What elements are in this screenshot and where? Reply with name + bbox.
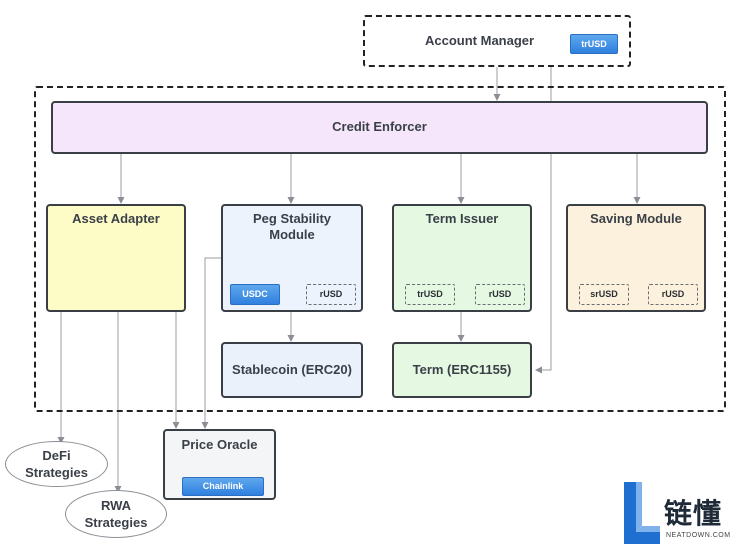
credit-enforcer-box[interactable]: Credit Enforcer [51,101,708,154]
asset-adapter-box[interactable]: Asset Adapter [46,204,186,312]
logo-chinese-text: 链懂 [664,497,723,530]
price-oracle-title: Price Oracle [181,437,258,452]
peg-stability-module-box[interactable]: Peg Stability Module USDC rUSD [221,204,363,312]
price-oracle-box[interactable]: Price Oracle Chainlink [163,429,276,500]
stablecoin-title: Stablecoin (ERC20) [232,362,352,377]
defi-strategies-node[interactable]: DeFi Strategies [5,441,108,487]
protocol-boundary [34,86,726,412]
logo-l-mark-icon [624,482,660,544]
credit-enforcer-title: Credit Enforcer [332,119,427,134]
peg-stability-title-line1: Peg Stability [252,211,332,226]
saving-module-box[interactable]: Saving Module srUSD rUSD [566,204,706,312]
asset-adapter-title: Asset Adapter [72,211,160,226]
arrow-account-to-term [535,67,552,374]
term-issuer-trusd-chip: trUSD [405,284,455,305]
saving-rusd-chip: rUSD [648,284,698,305]
saving-srusd-chip: srUSD [579,284,629,305]
term-issuer-rusd-chip: rUSD [475,284,525,305]
term-erc1155-box[interactable]: Term (ERC1155) [392,342,532,398]
rwa-line2: Strategies [84,515,148,530]
logo-site-text: NEATDOWN.COM [666,532,731,539]
peg-stability-title-line2: Module [269,227,315,242]
defi-line1: DeFi [42,448,71,463]
peg-usdc-chip: USDC [230,284,280,305]
chainlink-chip: Chainlink [182,477,264,496]
arrow-peg-to-oracle [201,257,221,429]
account-manager-box[interactable]: Account Manager trUSD [363,15,631,67]
term-title: Term (ERC1155) [412,362,512,377]
account-manager-trusd-chip: trUSD [570,34,618,54]
term-issuer-title: Term Issuer [425,211,499,226]
defi-line2: Strategies [25,465,88,480]
neatdown-logo: 链懂 NEATDOWN.COM [622,480,734,548]
rwa-strategies-node[interactable]: RWA Strategies [65,490,167,538]
peg-rusd-chip: rUSD [306,284,356,305]
saving-module-title: Saving Module [590,211,682,226]
term-issuer-box[interactable]: Term Issuer trUSD rUSD [392,204,532,312]
account-manager-title: Account Manager [425,33,535,48]
rwa-line1: RWA [100,498,132,513]
stablecoin-erc20-box[interactable]: Stablecoin (ERC20) [221,342,363,398]
